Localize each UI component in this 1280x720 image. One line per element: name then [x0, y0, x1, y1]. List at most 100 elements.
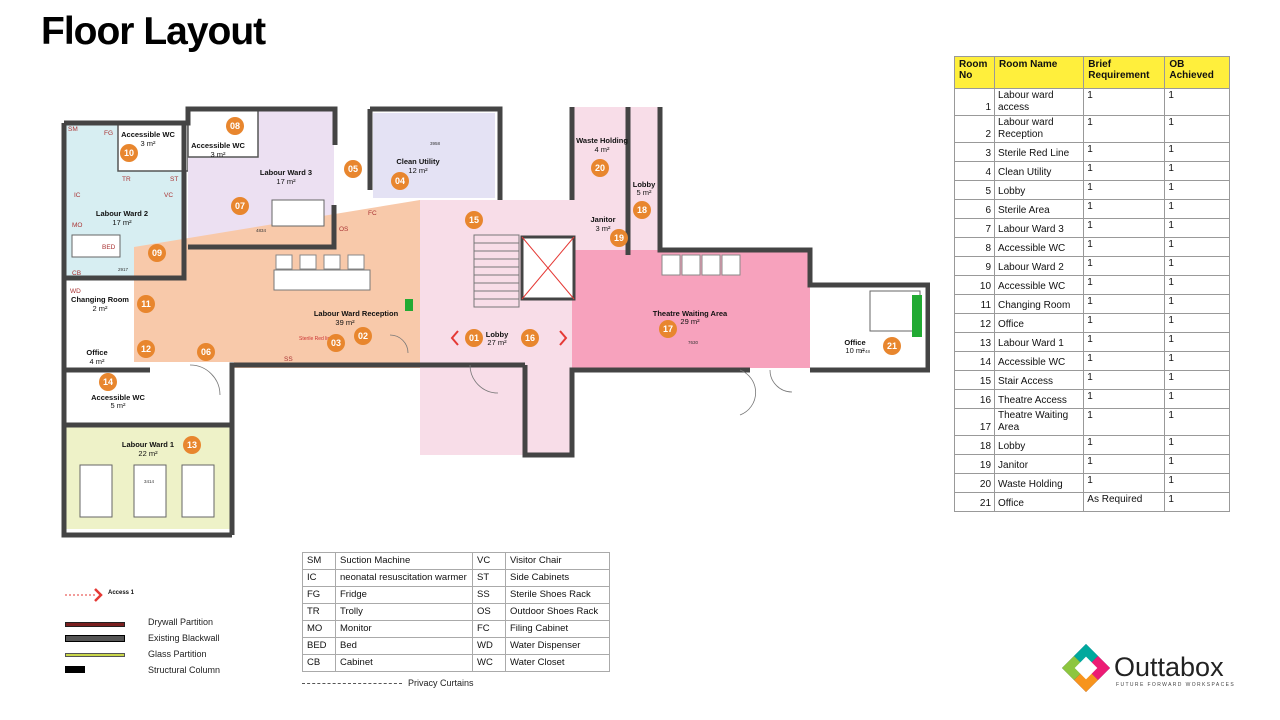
marker-11-num: 11 [141, 299, 151, 309]
wall-south-1 [229, 362, 525, 535]
marker-17-num: 17 [663, 324, 673, 334]
ob-achieved-cell: 1 [1164, 115, 1230, 143]
reception-counter [273, 269, 371, 291]
ob-achieved-cell: 1 [1164, 237, 1230, 257]
marker-15-num: 15 [469, 215, 479, 225]
wall-north-3 [569, 107, 631, 255]
marker-03 [327, 334, 345, 352]
room-name-cell: Accessible WC [994, 237, 1085, 257]
marker-13 [183, 436, 201, 454]
room-07-name: Labour Ward 3 [260, 168, 312, 177]
header-brief-requirement: Brief Requirement [1083, 56, 1166, 89]
abbr-meaning: Side Cabinets [505, 569, 610, 587]
marker-20-num: 20 [595, 163, 605, 173]
structural-column [405, 299, 413, 311]
marker-07 [231, 197, 249, 215]
fixture-st: ST [170, 176, 178, 183]
abbr-meaning: Bed [335, 637, 473, 655]
abbr-key: FC [472, 620, 506, 638]
marker-17 [659, 320, 677, 338]
brief-requirement-cell: 1 [1083, 370, 1166, 390]
room-18-area: 5 m² [637, 188, 653, 197]
fixture-fc: FC [368, 210, 377, 217]
room-no-cell: 9 [953, 256, 996, 276]
room-13-area: 22 m² [138, 449, 158, 458]
ob-achieved-cell: 1 [1164, 454, 1230, 474]
brief-requirement-cell: 1 [1083, 454, 1166, 474]
room-no-cell: 15 [953, 370, 996, 390]
room-21-name: Office [844, 338, 865, 347]
legend-glass-label: Glass Partition [148, 649, 207, 659]
abbr-key: BED [302, 637, 336, 655]
bed-ward2 [71, 234, 121, 258]
fixture-sm: SM [68, 126, 78, 133]
brief-requirement-cell: 1 [1083, 161, 1166, 181]
room-20-name: Waste Holding [576, 136, 628, 145]
room-name-cell: Labour ward access [994, 88, 1085, 116]
fixture-cb: CB [72, 270, 81, 277]
brief-requirement-cell: 1 [1083, 408, 1166, 436]
room-no-cell: 14 [953, 351, 996, 371]
fixture-wd: WD [70, 288, 81, 295]
room-name-cell: Lobby [994, 435, 1085, 455]
abbr-meaning: Monitor [335, 620, 473, 638]
abbr-meaning: Sterile Shoes Rack [505, 586, 610, 604]
room-name-cell: Lobby [994, 180, 1085, 200]
dim-3: 4834 [256, 228, 267, 233]
ob-achieved-cell: 1 [1164, 389, 1230, 409]
marker-08-num: 08 [230, 121, 240, 131]
room-11-name: Changing Room [71, 295, 129, 304]
room-no-cell: 19 [953, 454, 996, 474]
room-name-cell: Stair Access [994, 370, 1085, 390]
marker-07-num: 07 [235, 201, 245, 211]
abbr-meaning: Outdoor Shoes Rack [505, 603, 610, 621]
room-04-area: 12 m² [408, 166, 428, 175]
marker-03-num: 03 [331, 338, 341, 348]
room-19-name: Janitor [590, 215, 615, 224]
room-no-cell: 5 [953, 180, 996, 200]
fixture-ic: IC [74, 192, 81, 199]
dimension-labels: 2917 3958 4834 3414 7630 2748 [118, 141, 871, 484]
room-18-name: Lobby [633, 180, 656, 189]
ob-achieved-cell: 1 [1164, 161, 1230, 181]
room-name-cell: Janitor [994, 454, 1085, 474]
fixture-mo: MO [72, 222, 82, 229]
drywall-partition-icon [65, 622, 125, 627]
room-no-cell: 7 [953, 218, 996, 238]
abbr-meaning: Filing Cabinet [505, 620, 610, 638]
bed-ward1-a [79, 464, 113, 518]
privacy-curtain-dash-icon [302, 683, 402, 685]
abbr-key: MO [302, 620, 336, 638]
marker-19 [610, 229, 628, 247]
legend: Access 1 Drywall Partition Existing Blac… [60, 585, 300, 685]
abbr-key: TR [302, 603, 336, 621]
room-no-cell: 3 [953, 142, 996, 162]
room-08-name: Accessible WC [191, 141, 245, 150]
fixture-fg: FG [104, 130, 113, 137]
room-19-area: 3 m² [596, 224, 612, 233]
access-arrows [450, 330, 568, 346]
brief-requirement-cell: 1 [1083, 313, 1166, 333]
reception-chairs [275, 254, 365, 270]
header-room-name: Room Name [994, 56, 1085, 89]
structural-column-icon [65, 666, 85, 673]
marker-19-num: 19 [614, 233, 624, 243]
door-swings [189, 334, 793, 416]
room-name-cell: Clean Utility [994, 161, 1085, 181]
room-name-cell: Waste Holding [994, 473, 1085, 493]
floor-plan: SM FG IC TR ST VC MO BED CB WD OS FC SS … [61, 106, 930, 538]
ob-achieved-cell: 1 [1164, 294, 1230, 314]
page-title: Floor Layout [41, 10, 266, 53]
